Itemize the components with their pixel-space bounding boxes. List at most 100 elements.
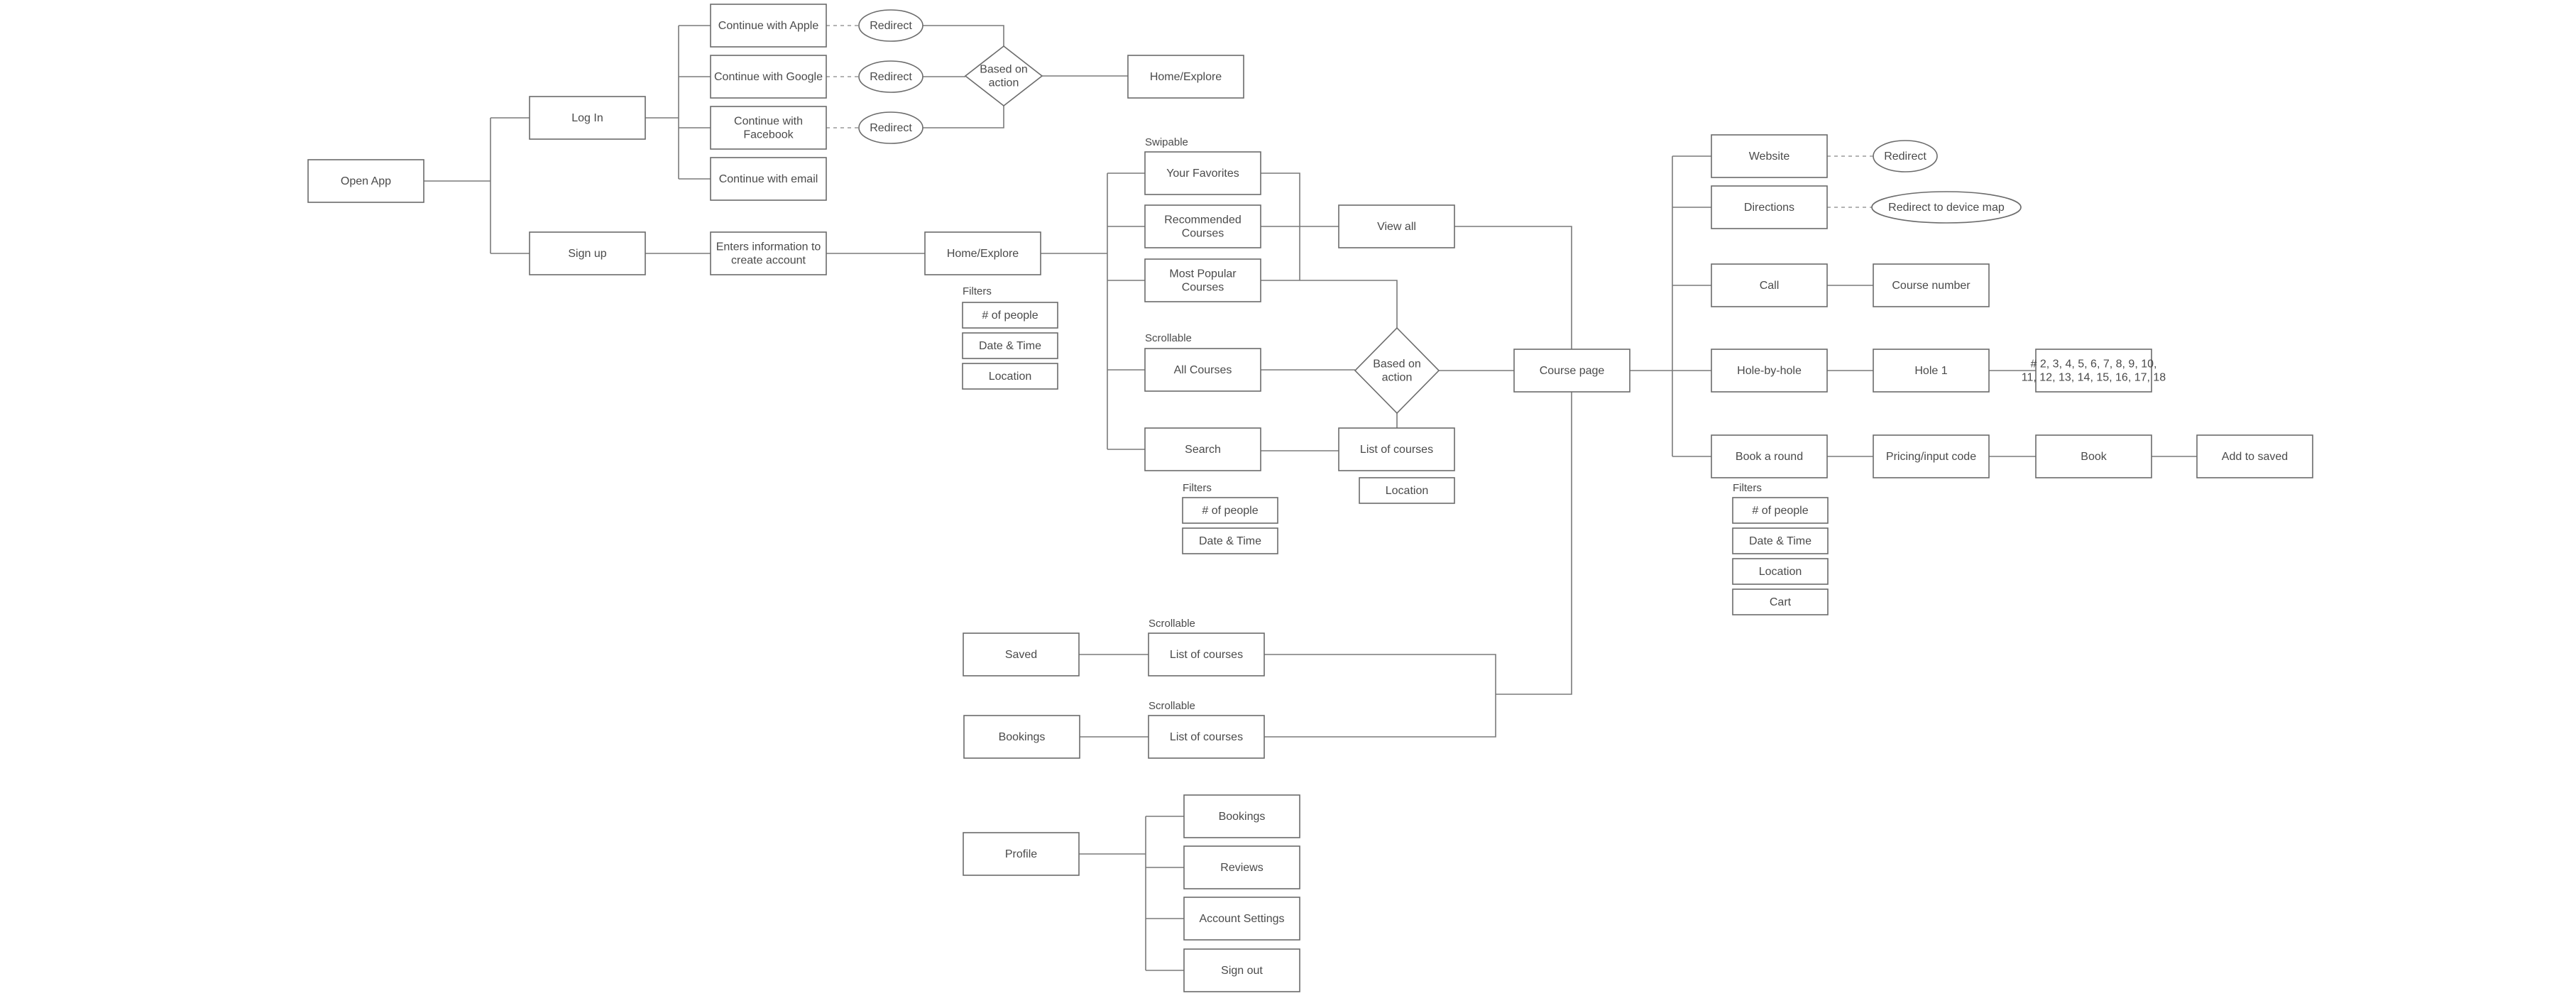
node-hole-by-hole: Hole-by-hole xyxy=(1711,349,1828,393)
enters-information-box xyxy=(710,231,827,275)
node-call: Call xyxy=(1711,263,1828,307)
most-popular-courses-box xyxy=(1144,258,1261,302)
log-in-label: Log In xyxy=(571,112,603,124)
profile-sign-out-label: Sign out xyxy=(1221,965,1263,977)
course-page-box xyxy=(1513,349,1630,393)
continue-facebook-label: Continue with xyxy=(734,116,803,128)
list-of-courses-bookings-box xyxy=(1148,715,1265,759)
filter-home-datetime-box xyxy=(962,332,1058,359)
redirect-device-map-ellipse xyxy=(1871,191,2022,224)
filter-book-cart-label: Cart xyxy=(1770,596,1792,608)
filter-search-datetime-box xyxy=(1182,527,1278,554)
list-of-courses-saved-box xyxy=(1148,632,1265,676)
node-view-all: View all xyxy=(1338,204,1455,248)
node-redirect-google: Redirect xyxy=(858,60,923,93)
continue-google-label: Continue with Google xyxy=(714,71,823,83)
redirect-device-map-label: Redirect to device map xyxy=(1888,202,2005,214)
redirect-facebook-label: Redirect xyxy=(870,122,912,134)
filter-home-location-label: Location xyxy=(989,371,1032,383)
sign-up-label: Sign up xyxy=(568,248,606,260)
node-bookings: Bookings xyxy=(963,715,1080,759)
call-box xyxy=(1711,263,1828,307)
node-profile: Profile xyxy=(963,832,1080,876)
all-courses-label: All Courses xyxy=(1174,364,1232,376)
profile-account-settings-label: Account Settings xyxy=(1199,913,1284,925)
node-redirect-device-map: Redirect to device map xyxy=(1871,191,2022,224)
redirect-website-label: Redirect xyxy=(1884,150,1926,163)
caption-swipable: Swipable xyxy=(1145,136,1188,148)
node-redirect-facebook: Redirect xyxy=(858,111,923,144)
recommended-courses-box xyxy=(1144,204,1261,248)
node-filter-home-people: # of people xyxy=(962,302,1058,329)
open-app-label: Open App xyxy=(341,175,391,187)
node-enters-information: Enters information to create account xyxy=(710,231,827,275)
hole-list-label: # 2, 3, 4, 5, 6, 7, 8, 9, 10, xyxy=(2031,358,2157,371)
saved-label: Saved xyxy=(1005,649,1037,661)
filter-home-people-label: # of people xyxy=(982,309,1038,322)
connector-lines xyxy=(424,25,2197,971)
node-hole-1: Hole 1 xyxy=(1873,349,1990,393)
profile-account-settings-box xyxy=(1183,897,1300,941)
your-favorites-box xyxy=(1144,151,1261,195)
enters-information-label: Enters information to xyxy=(716,241,821,253)
filter-book-location-box xyxy=(1732,558,1829,585)
open-app-box xyxy=(307,159,424,203)
node-home-explore-login: Home/Explore xyxy=(1127,55,1244,99)
book-box xyxy=(2035,434,2152,478)
add-to-saved-box xyxy=(2196,434,2313,478)
filter-book-datetime-label: Date & Time xyxy=(1749,535,1812,547)
hole-list-label: 11, 12, 13, 14, 15, 16, 17, 18 xyxy=(2022,372,2166,384)
enters-information-label: create account xyxy=(731,255,806,267)
node-search: Search xyxy=(1144,427,1261,471)
node-profile-sign-out: Sign out xyxy=(1183,948,1300,992)
redirect-google-label: Redirect xyxy=(870,71,912,83)
profile-reviews-box xyxy=(1183,845,1300,889)
connector-line xyxy=(923,106,1004,128)
connector-line xyxy=(923,25,1004,46)
node-pricing-input-code: Pricing/input code xyxy=(1873,434,1990,478)
node-filter-book-people: # of people xyxy=(1732,497,1829,524)
recommended-courses-label: Courses xyxy=(1182,228,1224,240)
filter-search-datetime-label: Date & Time xyxy=(1199,535,1261,547)
based-on-action-login-label: Based on xyxy=(980,64,1028,76)
hole-by-hole-label: Hole-by-hole xyxy=(1737,365,1802,377)
filter-book-people-label: # of people xyxy=(1752,505,1808,517)
saved-box xyxy=(963,632,1080,676)
list-of-courses-search-label: List of courses xyxy=(1360,444,1433,456)
profile-bookings-box xyxy=(1183,794,1300,838)
directions-label: Directions xyxy=(1744,202,1794,214)
continue-facebook-box xyxy=(710,106,827,150)
node-open-app: Open App xyxy=(307,159,424,203)
filter-book-datetime-box xyxy=(1732,527,1829,554)
profile-box xyxy=(963,832,1080,876)
course-page-label: Course page xyxy=(1540,365,1605,377)
caption-scrollable-saved: Scrollable xyxy=(1149,618,1195,630)
profile-reviews-label: Reviews xyxy=(1220,862,1263,874)
node-home-explore-signup: Home/Explore xyxy=(924,231,1041,275)
profile-sign-out-box xyxy=(1183,948,1300,992)
continue-email-box xyxy=(710,157,827,201)
node-website: Website xyxy=(1711,134,1828,178)
node-filter-book-datetime: Date & Time xyxy=(1732,527,1829,554)
node-sign-up: Sign up xyxy=(529,231,646,275)
continue-facebook-label: Facebook xyxy=(743,129,794,141)
profile-bookings-label: Bookings xyxy=(1219,811,1266,823)
sign-up-box xyxy=(529,231,646,275)
filter-search-people-label: # of people xyxy=(1202,505,1258,517)
node-filter-book-location: Location xyxy=(1732,558,1829,585)
node-filter-search-datetime: Date & Time xyxy=(1182,527,1278,554)
node-profile-account-settings: Account Settings xyxy=(1183,897,1300,941)
node-filter-search-people: # of people xyxy=(1182,497,1278,524)
bookings-box xyxy=(963,715,1080,759)
node-directions: Directions xyxy=(1711,185,1828,229)
hole-list-box xyxy=(2035,349,2152,393)
filter-home-datetime-label: Date & Time xyxy=(979,340,1041,352)
caption-scrollable-bookings: Scrollable xyxy=(1149,700,1195,712)
caption-filters-home: Filters xyxy=(963,285,992,297)
list-of-courses-search-box xyxy=(1338,427,1455,471)
node-add-to-saved: Add to saved xyxy=(2196,434,2313,478)
pricing-input-code-box xyxy=(1873,434,1990,478)
website-label: Website xyxy=(1749,150,1790,163)
